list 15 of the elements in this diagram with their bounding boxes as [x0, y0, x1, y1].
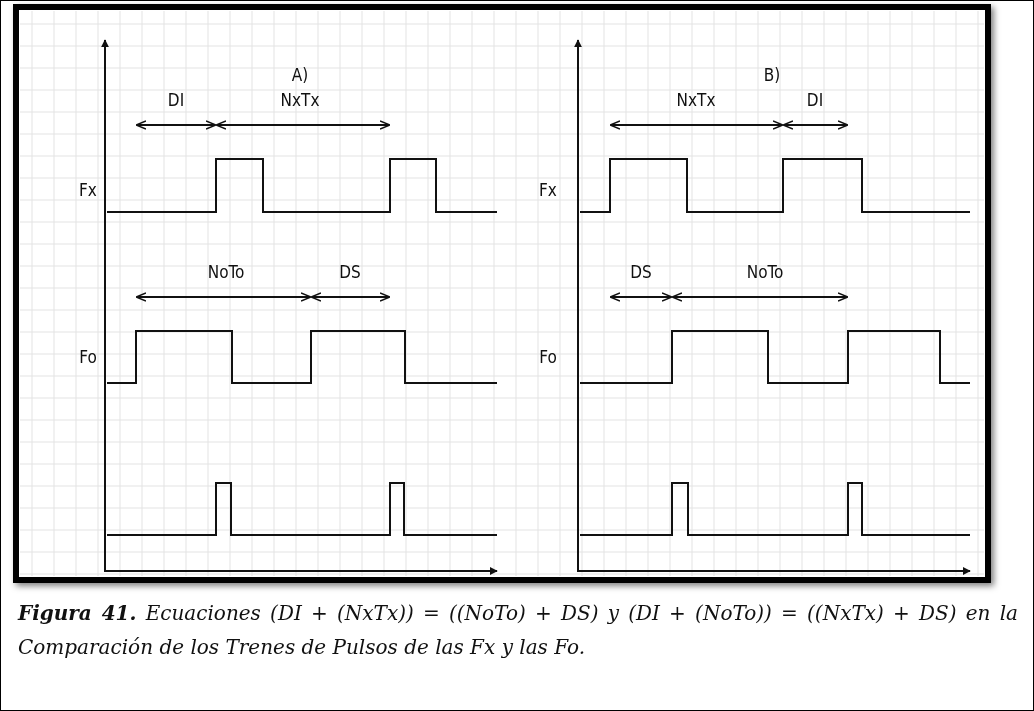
signal-label: Fo — [539, 347, 557, 367]
panel-label: B) — [763, 65, 781, 85]
dimension-label: NxTx — [676, 90, 716, 110]
signal-label: Fx — [79, 180, 97, 200]
dimension-label: DI — [806, 90, 824, 110]
dimension-label: NoTo — [746, 262, 784, 282]
panel-label: A) — [291, 65, 309, 85]
dimension-label: NxTx — [280, 90, 320, 110]
signal-label: Fo — [79, 347, 97, 367]
signal-label: Fx — [539, 180, 557, 200]
figure-caption: Figura 41. Ecuaciones (DI + (NxTx)) = ((NoTo) + DS) y (DI + (NoTo)) = ((NxTx) + DS) en la Comparación de los Trenes de Pulsos de las Fx y las Fo. — [18, 600, 1018, 661]
dimension-label: DS — [339, 262, 361, 282]
dimension-label: DI — [167, 90, 185, 110]
dimension-label: NoTo — [207, 262, 245, 282]
dimension-label: DS — [630, 262, 652, 282]
